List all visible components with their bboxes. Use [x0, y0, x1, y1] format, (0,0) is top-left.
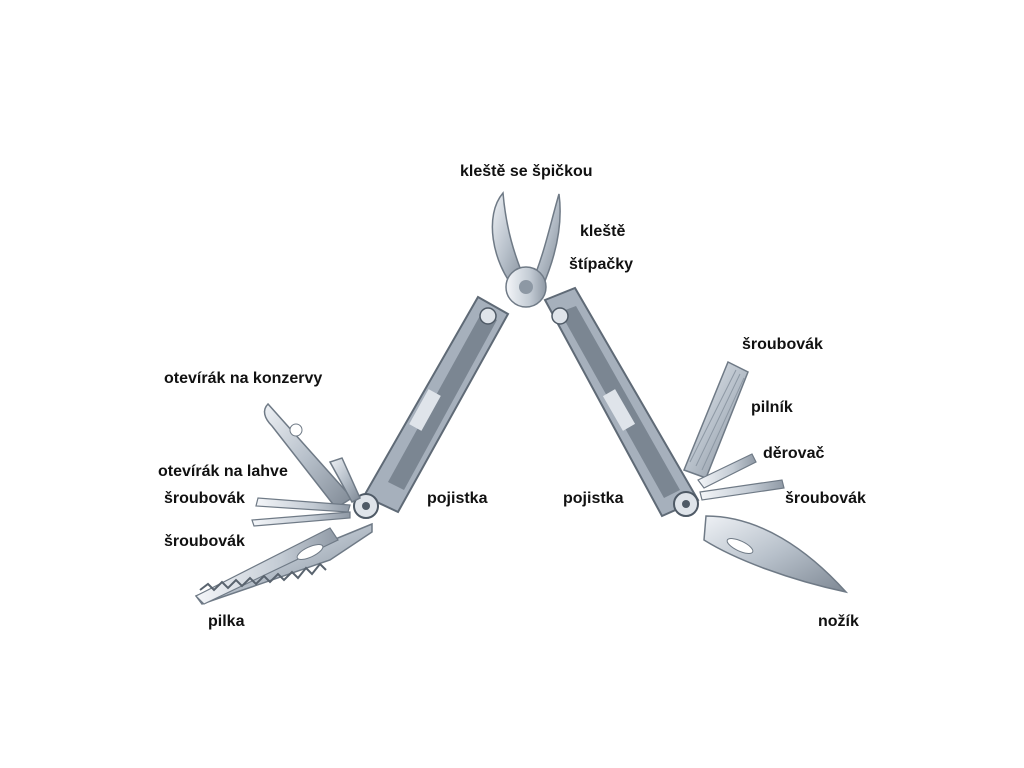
label-bottle-opener: otevírák na lahve [158, 463, 288, 480]
label-awl: děrovač [763, 445, 825, 462]
label-can-opener: otevírák na konzervy [164, 370, 323, 387]
label-lock-left: pojistka [427, 490, 488, 507]
label-screwdriver-right-1: šroubovák [742, 336, 823, 353]
right-tools [683, 360, 849, 594]
left-tools [194, 402, 373, 605]
label-file: pilník [751, 399, 793, 416]
left-handle [353, 295, 510, 519]
label-saw: pilka [208, 613, 245, 630]
label-screwdriver-right-2: šroubovák [785, 490, 866, 507]
plier-jaws [491, 191, 561, 308]
label-pliers: kleště [580, 223, 626, 240]
label-screwdriver-left-1: šroubovák [164, 490, 245, 507]
label-wire-cutters: štípačky [569, 256, 634, 273]
right-handle [543, 286, 700, 518]
label-screwdriver-left-2: šroubovák [164, 533, 245, 550]
label-lock-right: pojistka [563, 490, 624, 507]
label-needle-nose-pliers: kleště se špičkou [460, 163, 593, 180]
label-knife: nožík [818, 613, 859, 630]
